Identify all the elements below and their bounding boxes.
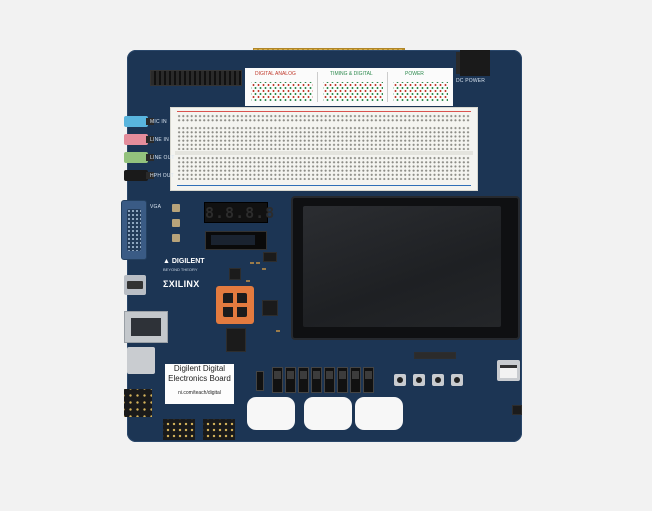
digilent-logo: ▲ DIGILENT: [163, 258, 205, 265]
board-url: ni.com/teach/digital: [165, 388, 234, 398]
lcd-touchscreen[interactable]: [291, 196, 520, 340]
slide-switch[interactable]: [311, 367, 322, 393]
top-pin-header: [150, 70, 242, 86]
jack-body: [146, 136, 154, 143]
slide-switch[interactable]: [363, 367, 374, 393]
mounting-cutout: [355, 397, 403, 430]
breadboard-holes: [177, 114, 471, 122]
slide-switch[interactable]: [337, 367, 348, 393]
ethernet-port[interactable]: [124, 311, 168, 343]
panel-title-power: POWER: [405, 71, 424, 77]
potentiometer[interactable]: [172, 234, 180, 242]
panel-divider: [317, 72, 318, 102]
label-dots: [323, 82, 383, 102]
breadboard[interactable]: [170, 107, 478, 191]
vga-connector[interactable]: [121, 200, 147, 260]
signal-label-panel: DIGITAL ANALOG TIMING & DIGITAL POWER: [245, 68, 453, 106]
mic-in-jack[interactable]: [124, 116, 148, 127]
jack-body: [146, 172, 154, 179]
board-name-label: Digilent Digital Electronics Board: [165, 364, 234, 404]
ic-chip: [263, 252, 277, 262]
hdmi-port[interactable]: [124, 275, 146, 295]
panel-divider: [387, 72, 388, 102]
slide-switch[interactable]: [350, 367, 361, 393]
line-out-jack[interactable]: [124, 152, 148, 163]
bottom-pmod-header[interactable]: [203, 419, 235, 440]
potentiometer[interactable]: [172, 219, 180, 227]
smd-component: [256, 262, 260, 264]
smd-component: [246, 280, 250, 282]
push-button[interactable]: [413, 374, 425, 386]
mounting-cutout: [304, 397, 352, 430]
mounting-cutout: [247, 397, 295, 430]
line-in-jack[interactable]: [124, 134, 148, 145]
push-button[interactable]: [451, 374, 463, 386]
smd-component: [276, 330, 280, 332]
vga-silk: VGA: [150, 204, 162, 210]
slide-switch[interactable]: [298, 367, 309, 393]
slide-switch[interactable]: [285, 367, 296, 393]
line-in-silk: LINE IN: [150, 137, 169, 143]
label-dots: [393, 82, 448, 102]
label-dots: [251, 82, 313, 102]
power-rail: [177, 111, 471, 112]
slide-switch[interactable]: [256, 371, 264, 391]
panel-title-timing: TIMING & DIGITAL: [330, 71, 373, 77]
vga-pins: [127, 209, 141, 251]
usb-a-port[interactable]: [497, 360, 520, 381]
board-name-line1: Digilent Digital: [173, 364, 226, 373]
jack-body: [146, 154, 154, 161]
xilinx-logo: ΣXILINX: [163, 279, 200, 289]
line-out-silk: LINE OUT: [150, 155, 175, 161]
ic-chip: [262, 300, 278, 316]
led-row: [414, 352, 456, 359]
dc-power-jack: [460, 50, 490, 76]
mic-in-silk: MIC IN: [150, 119, 167, 125]
breadboard-holes: [177, 156, 471, 180]
smd-component: [250, 262, 254, 264]
board-name-line2: Electronics Board: [168, 374, 231, 383]
ic-chip: [226, 328, 246, 352]
dc-power-silk: DC POWER: [456, 78, 486, 84]
bottom-pmod-header[interactable]: [163, 419, 195, 440]
headphone-jack[interactable]: [124, 170, 148, 181]
push-button[interactable]: [394, 374, 406, 386]
pmod-header[interactable]: [124, 389, 152, 417]
headphone-silk: HPH OUT: [150, 173, 174, 179]
oled-screen: [211, 235, 255, 245]
ethernet-socket: [131, 318, 161, 336]
seven-segment-digits: 8.8.8.8: [205, 204, 276, 222]
ic-chip: [229, 268, 241, 280]
panel-title-digital-analog: DIGITAL ANALOG: [255, 71, 296, 77]
breadboard-holes: [177, 126, 471, 150]
slide-switch[interactable]: [272, 367, 283, 393]
breadboard-channel: [175, 151, 473, 155]
hdmi-slot: [127, 281, 143, 289]
usb-b-port[interactable]: [127, 347, 155, 374]
socket-divider: [223, 303, 247, 307]
ground-rail: [177, 185, 471, 186]
reset-button[interactable]: [512, 405, 522, 415]
oled-display: [205, 231, 267, 250]
smd-component: [262, 268, 266, 270]
digilent-tagline: BEYOND THEORY: [163, 267, 198, 272]
usb-a-slot: [500, 365, 517, 378]
push-button[interactable]: [432, 374, 444, 386]
jack-body: [146, 118, 154, 125]
fpga-module-socket: [216, 286, 254, 324]
seven-segment-display: 8.8.8.8: [204, 202, 276, 223]
potentiometer[interactable]: [172, 204, 180, 212]
slide-switch[interactable]: [324, 367, 335, 393]
lcd-screen: [303, 206, 501, 327]
